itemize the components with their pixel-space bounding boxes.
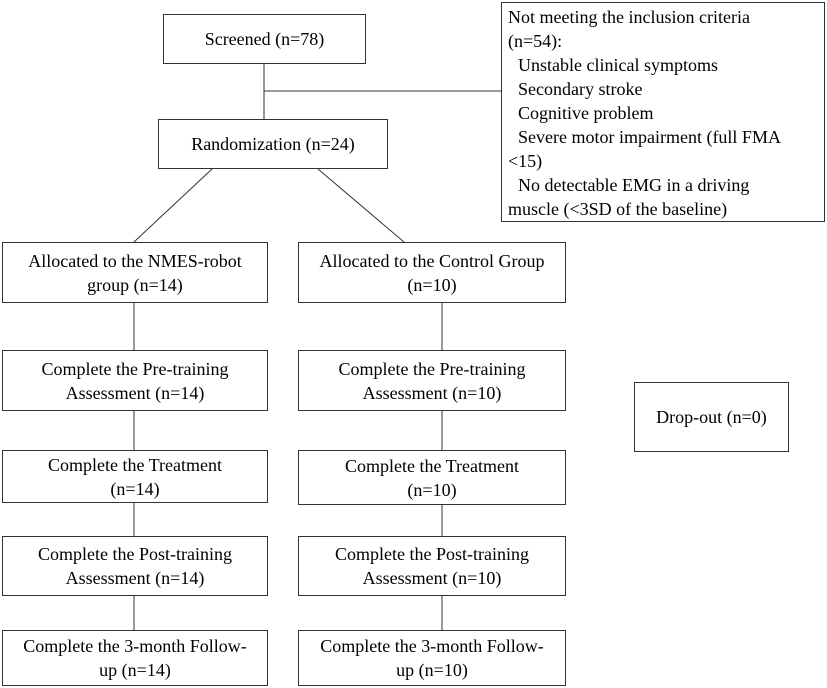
right-treatment-line2: (n=10)	[407, 479, 457, 500]
dropout-box: Drop-out (n=0)	[634, 382, 789, 452]
left-treatment-line2: (n=14)	[110, 478, 160, 499]
left-allocation-line1: Allocated to the NMES-robot	[28, 250, 242, 271]
randomization-box: Randomization (n=24)	[158, 119, 388, 169]
right-followup-box: Complete the 3-month Follow- up (n=10)	[298, 630, 566, 686]
right-allocation-box: Allocated to the Control Group (n=10)	[298, 242, 566, 303]
exclusion-item-emg-b: muscle (<3SD of the baseline)	[508, 199, 728, 219]
left-posttraining-line1: Complete the Post-training	[38, 544, 232, 564]
right-allocation-line2: (n=10)	[407, 274, 457, 295]
left-posttraining-line2: Assessment (n=14)	[65, 568, 205, 588]
screened-box: Screened (n=78)	[163, 14, 366, 64]
left-allocation-line2: group (n=14)	[87, 274, 183, 295]
exclusion-item-emg-a: No detectable EMG in a driving	[518, 175, 750, 195]
left-followup-box: Complete the 3-month Follow- up (n=14)	[2, 630, 268, 686]
left-followup-line1: Complete the 3-month Follow-	[23, 636, 247, 656]
right-pretraining-line2: Assessment (n=10)	[362, 382, 502, 403]
exclusion-item-motor-a: Severe motor impairment (full FMA	[518, 127, 781, 147]
left-allocation-box: Allocated to the NMES-robot group (n=14)	[2, 242, 268, 303]
left-treatment-line1: Complete the Treatment	[48, 454, 222, 475]
exclusion-item-unstable: Unstable clinical symptoms	[518, 55, 718, 75]
right-treatment-box: Complete the Treatment (n=10)	[298, 450, 566, 505]
left-treatment-box: Complete the Treatment (n=14)	[2, 450, 268, 503]
exclusion-title-line1: Not meeting the inclusion criteria	[508, 7, 750, 27]
right-pretraining-line1: Complete the Pre-training	[338, 358, 526, 379]
right-followup-line2: up (n=10)	[396, 660, 468, 680]
screened-label: Screened (n=78)	[204, 29, 325, 49]
exclusion-title-line2: (n=54):	[508, 31, 563, 51]
right-posttraining-line1: Complete the Post-training	[335, 544, 529, 564]
exclusion-item-motor-b: <15)	[508, 151, 543, 171]
connector-randomization-left	[133, 168, 213, 243]
left-pretraining-line2: Assessment (n=14)	[65, 382, 205, 403]
left-followup-line2: up (n=14)	[99, 660, 171, 680]
right-treatment-line1: Complete the Treatment	[345, 455, 519, 476]
right-pretraining-box: Complete the Pre-training Assessment (n=…	[298, 350, 566, 411]
left-pretraining-box: Complete the Pre-training Assessment (n=…	[2, 350, 268, 411]
exclusion-item-secondary-stroke: Secondary stroke	[518, 79, 643, 99]
left-posttraining-box: Complete the Post-training Assessment (n…	[2, 536, 268, 596]
right-allocation-line1: Allocated to the Control Group	[319, 250, 545, 271]
left-pretraining-line1: Complete the Pre-training	[41, 358, 229, 379]
connector-randomization-right	[317, 168, 405, 243]
exclusion-box: Not meeting the inclusion criteria (n=54…	[501, 2, 825, 222]
dropout-label: Drop-out (n=0)	[656, 407, 767, 427]
right-posttraining-box: Complete the Post-training Assessment (n…	[298, 536, 566, 596]
exclusion-item-cognitive: Cognitive problem	[518, 103, 654, 123]
right-followup-line1: Complete the 3-month Follow-	[320, 636, 544, 656]
randomization-label: Randomization (n=24)	[191, 134, 355, 154]
right-posttraining-line2: Assessment (n=10)	[362, 568, 502, 588]
